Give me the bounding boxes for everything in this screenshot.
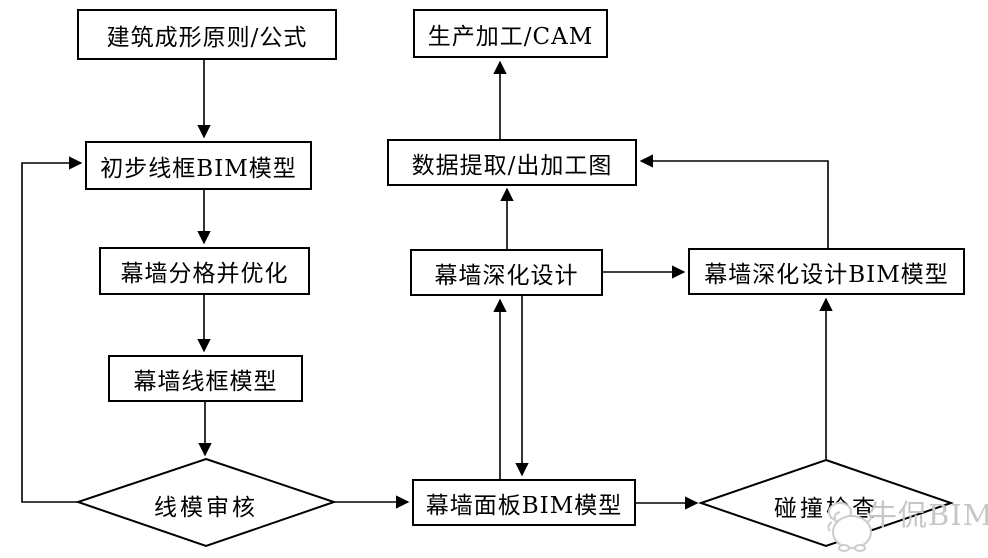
node-panel-bim: 幕墙面板BIM模型	[412, 479, 636, 526]
collision-check-diamond-shape	[697, 458, 955, 548]
node-data-extraction: 数据提取/出加工图	[387, 139, 637, 186]
node-detailed-design-bim: 幕墙深化设计BIM模型	[688, 248, 965, 295]
cow-mascot-logo-icon	[827, 502, 872, 552]
node-curtainwall-division: 幕墙分格并优化	[99, 247, 310, 295]
watermark-text: 牛侃BIM	[868, 498, 988, 532]
node-curtainwall-wireframe-model: 幕墙线框模型	[108, 355, 303, 402]
node-detailed-design: 幕墙深化设计	[410, 249, 603, 296]
node-building-principles: 建筑成形原则/公式	[77, 9, 337, 60]
edge-review-feedback-to-prelim	[21, 156, 83, 503]
node-preliminary-wireframe-bim: 初步线框BIM模型	[85, 141, 312, 190]
edge-detailed-bim-feedback-to-extraction	[639, 154, 829, 248]
node-wireframe-review: 线模审核	[154, 495, 258, 521]
wireframe-review-diamond-shape	[74, 457, 338, 548]
node-production-cam: 生产加工/CAM	[413, 9, 608, 58]
